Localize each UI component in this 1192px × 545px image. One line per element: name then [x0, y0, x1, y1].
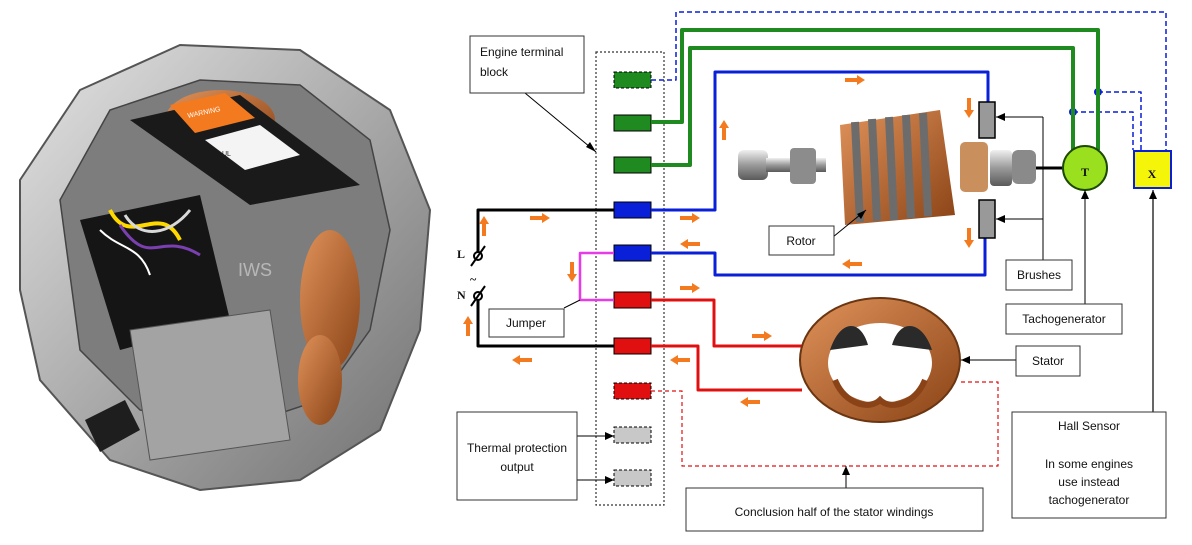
terminal-blue-2 — [613, 244, 652, 262]
terminal-green-2 — [613, 156, 652, 174]
box-rotor — [768, 225, 835, 256]
wire-rotor-top — [651, 70, 990, 212]
label-terminal-block-2: block — [480, 65, 509, 79]
flow-arrow — [842, 259, 862, 269]
wire-hall-branch-1 — [1098, 91, 1142, 150]
label-stator: Stator — [1032, 354, 1064, 368]
terminal-block-frame — [595, 51, 665, 506]
brush-top — [978, 101, 996, 139]
flow-arrow — [680, 213, 700, 223]
box-stator — [1015, 345, 1081, 377]
wire-neutral — [476, 300, 614, 348]
wire-rotor-bottom — [651, 238, 987, 277]
terminal-green-1 — [613, 114, 652, 132]
box-thermal-output — [456, 411, 578, 501]
label-stator-conclusion: Conclusion half of the stator windings — [735, 505, 934, 519]
hall-letter: X — [1148, 167, 1157, 181]
ul-mark: UL — [222, 151, 231, 158]
label-hall-sensor-5: tachogenerator — [1049, 493, 1130, 507]
stator-illustration — [799, 297, 961, 423]
label-hall-sensor-1: Hall Sensor — [1058, 419, 1120, 433]
terminal-blue-1 — [613, 201, 652, 219]
live-symbol: L — [457, 247, 465, 261]
box-tachogenerator — [1005, 303, 1123, 335]
box-jumper — [488, 308, 565, 338]
brush-bottom — [978, 199, 996, 239]
hall-sensor-symbol — [1133, 150, 1172, 189]
watermark: IWS — [238, 260, 272, 280]
motor-photo: WARNING UL IWS — [19, 43, 432, 492]
flow-arrow — [964, 228, 974, 248]
label-jumper: Jumper — [506, 316, 546, 330]
label-boxes — [456, 35, 1167, 532]
flow-arrow — [463, 316, 473, 336]
flow-arrow — [740, 397, 760, 407]
terminal-green-dashed — [613, 71, 652, 89]
flow-arrow — [845, 75, 865, 85]
rotor-laminations — [851, 112, 932, 223]
flow-arrow — [479, 216, 489, 236]
terminal-thermal-1 — [613, 426, 652, 444]
power-source: L N ~ — [457, 245, 486, 307]
label-texts: Engine terminal block Rotor Brushes Tach… — [467, 45, 1133, 519]
label-thermal-output-1: Thermal protection — [467, 441, 567, 455]
box-terminal-block — [469, 35, 585, 94]
flow-arrow — [680, 283, 700, 293]
flow-arrow — [964, 98, 974, 118]
terminal-red-dashed — [613, 382, 652, 400]
box-brushes — [1005, 259, 1073, 291]
label-thermal-output-2: output — [500, 460, 534, 474]
wire-stator-1 — [651, 298, 802, 348]
label-hall-sensor-3: In some engines — [1045, 457, 1133, 471]
wire-live — [476, 208, 614, 252]
wire-hall-branch-2 — [1073, 111, 1134, 150]
terminal-red-1 — [613, 291, 652, 309]
label-tachogenerator: Tachogenerator — [1022, 312, 1105, 326]
wire-stator-half — [651, 381, 999, 467]
flow-arrow — [567, 262, 577, 282]
terminal-red-2 — [613, 337, 652, 355]
wire-tacho-green-1 — [651, 28, 1100, 150]
flow-arrow — [752, 331, 772, 341]
box-hall-sensor — [1011, 411, 1167, 519]
flow-arrow — [719, 120, 729, 140]
box-stator-conclusion — [685, 487, 984, 532]
ac-symbol: ~ — [470, 272, 477, 286]
flow-arrow — [512, 355, 532, 365]
tacho-letter: T — [1081, 165, 1089, 179]
label-terminal-block-1: Engine terminal — [480, 45, 563, 59]
wire-tacho-green-2 — [651, 46, 1075, 167]
label-hall-sensor-4: use instead — [1058, 475, 1119, 489]
neutral-symbol: N — [457, 288, 466, 302]
wires — [476, 11, 1167, 467]
terminal-slots — [613, 71, 652, 487]
flow-arrow — [680, 239, 700, 249]
callout-arrowheads — [586, 113, 1157, 484]
label-rotor: Rotor — [786, 234, 815, 248]
wire-stator-2 — [651, 344, 802, 392]
label-brushes: Brushes — [1017, 268, 1061, 282]
terminal-thermal-2 — [613, 469, 652, 487]
current-flow-arrows — [463, 75, 974, 407]
flow-arrow — [670, 355, 690, 365]
wire-hall-dashed — [651, 11, 1167, 150]
wire-jumper — [578, 251, 614, 302]
rotor-illustration — [738, 110, 1036, 225]
flow-arrow — [530, 213, 550, 223]
